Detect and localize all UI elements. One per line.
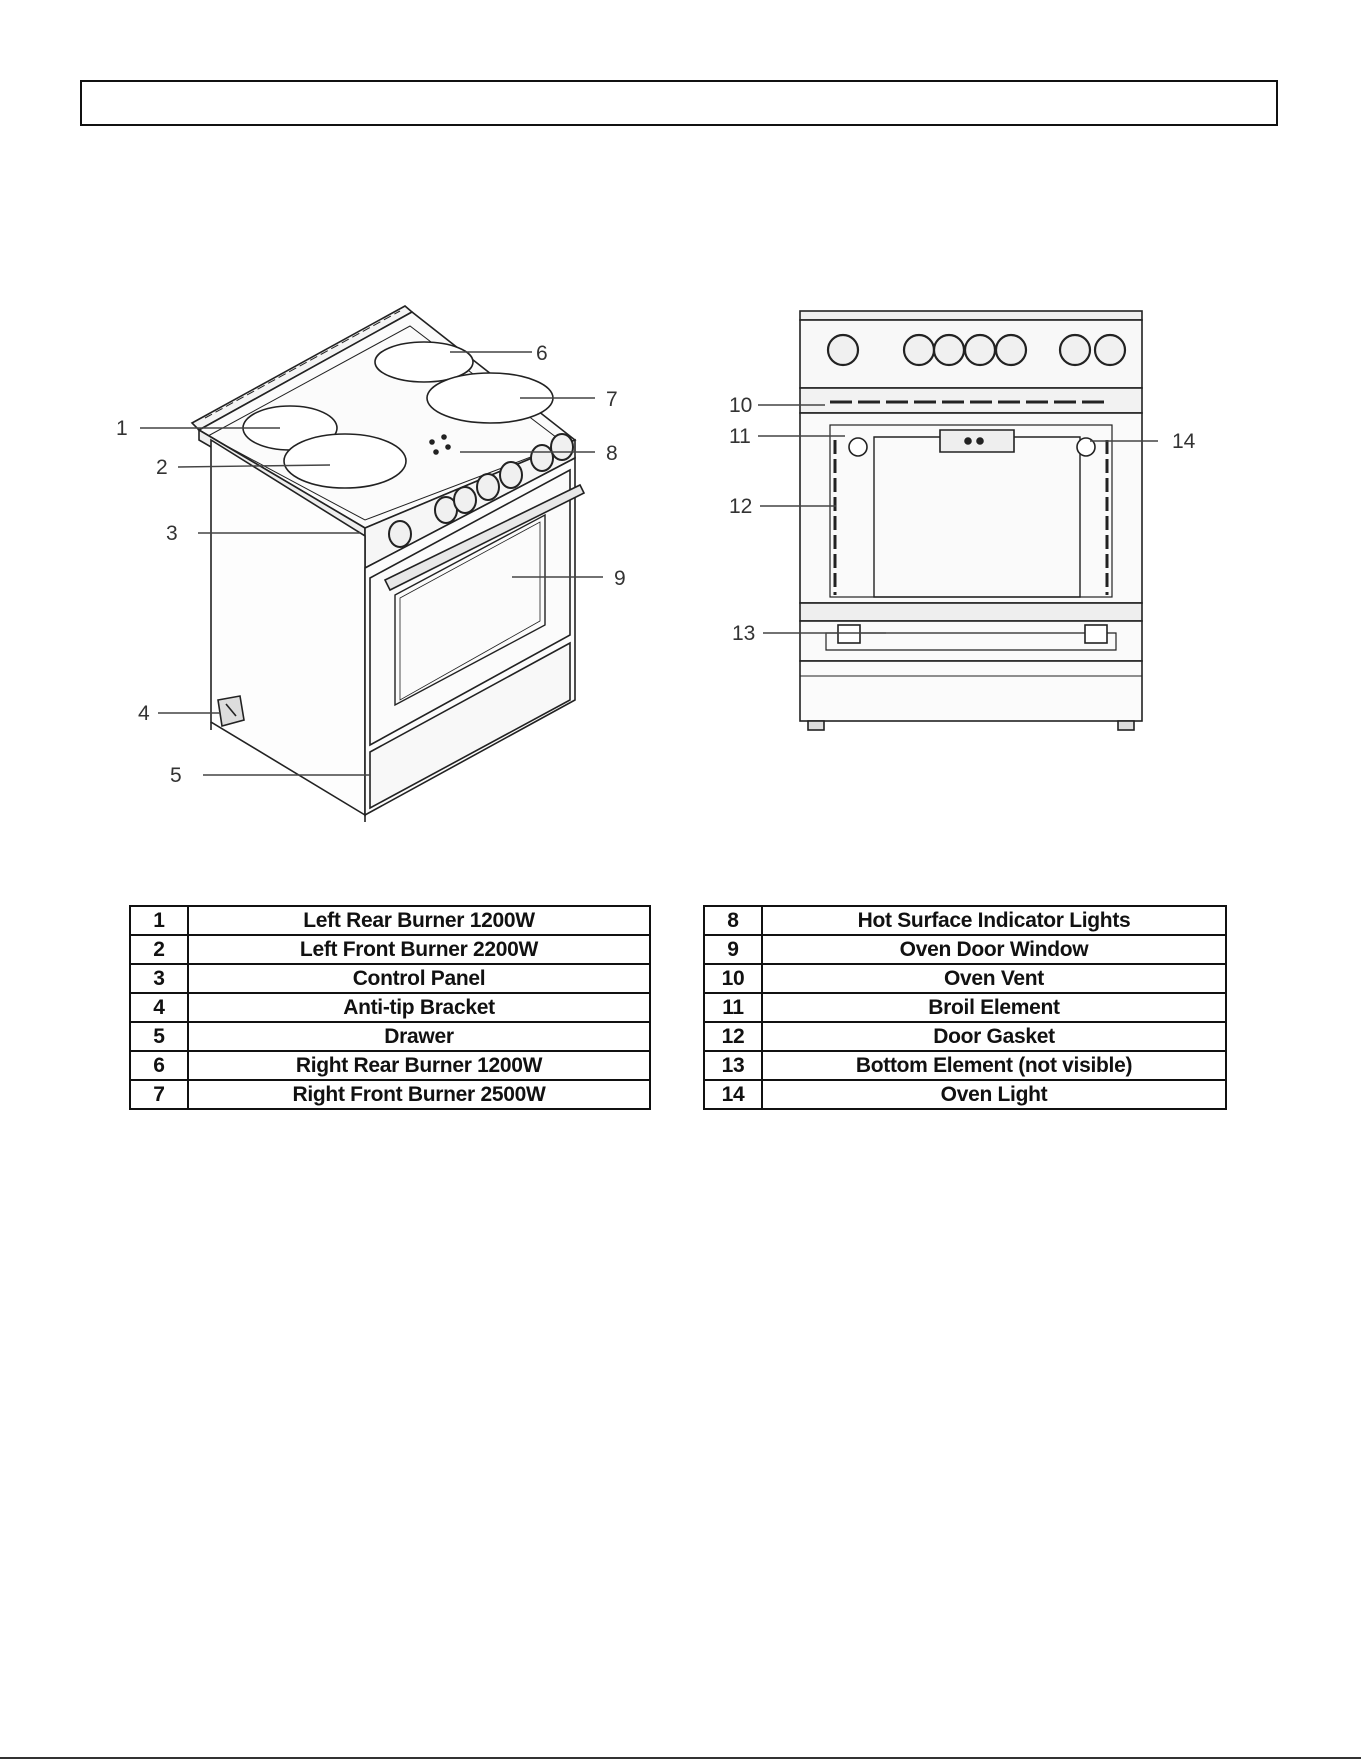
part-label: Oven Door Window [761, 934, 1227, 965]
part-label: Oven Vent [761, 963, 1227, 994]
part-number: 7 [129, 1079, 189, 1110]
part-label: Broil Element [761, 992, 1227, 1023]
part-number: 10 [703, 963, 763, 994]
range-front-open-illustration [799, 310, 1143, 731]
part-label: Door Gasket [761, 1021, 1227, 1052]
part-number: 8 [703, 905, 763, 936]
callout-4: 4 [138, 702, 150, 725]
range-perspective-illustration [190, 305, 586, 822]
part-label: Control Panel [187, 963, 651, 994]
part-label: Right Rear Burner 1200W [187, 1050, 651, 1081]
callout-3: 3 [166, 522, 178, 545]
part-number: 3 [129, 963, 189, 994]
callout-9: 9 [614, 567, 626, 590]
part-label: Hot Surface Indicator Lights [761, 905, 1227, 936]
part-label: Anti-tip Bracket [187, 992, 651, 1023]
callout-10: 10 [729, 394, 752, 417]
callout-11: 11 [729, 425, 751, 448]
callout-8: 8 [606, 442, 618, 465]
part-number: 9 [703, 934, 763, 965]
callout-1: 1 [116, 417, 128, 440]
part-number: 2 [129, 934, 189, 965]
part-label: Left Front Burner 2200W [187, 934, 651, 965]
callout-5: 5 [170, 764, 182, 787]
part-number: 4 [129, 992, 189, 1023]
part-label: Oven Light [761, 1079, 1227, 1110]
part-label: Right Front Burner 2500W [187, 1079, 651, 1110]
part-number: 11 [703, 992, 763, 1023]
callout-6: 6 [536, 342, 548, 365]
part-label: Bottom Element (not visible) [761, 1050, 1227, 1081]
callout-14: 14 [1172, 430, 1196, 453]
part-number: 13 [703, 1050, 763, 1081]
range-diagrams: 1 2 3 4 5 6 7 8 9 10 11 12 13 14 [116, 305, 1196, 822]
callout-2: 2 [156, 456, 168, 479]
footer-rule [0, 1757, 1361, 1759]
part-number: 6 [129, 1050, 189, 1081]
callout-leaders-left [140, 351, 603, 776]
header-box [80, 80, 1278, 126]
callout-numbers: 1 2 3 4 5 6 7 8 9 10 11 12 13 14 [116, 342, 1196, 787]
callout-7: 7 [606, 388, 618, 411]
part-number: 14 [703, 1079, 763, 1110]
part-number: 12 [703, 1021, 763, 1052]
callout-leaders-right [758, 404, 1158, 634]
callout-13: 13 [732, 622, 755, 645]
part-number: 1 [129, 905, 189, 936]
part-label: Drawer [187, 1021, 651, 1052]
part-label: Left Rear Burner 1200W [187, 905, 651, 936]
part-number: 5 [129, 1021, 189, 1052]
callout-12: 12 [729, 495, 752, 518]
